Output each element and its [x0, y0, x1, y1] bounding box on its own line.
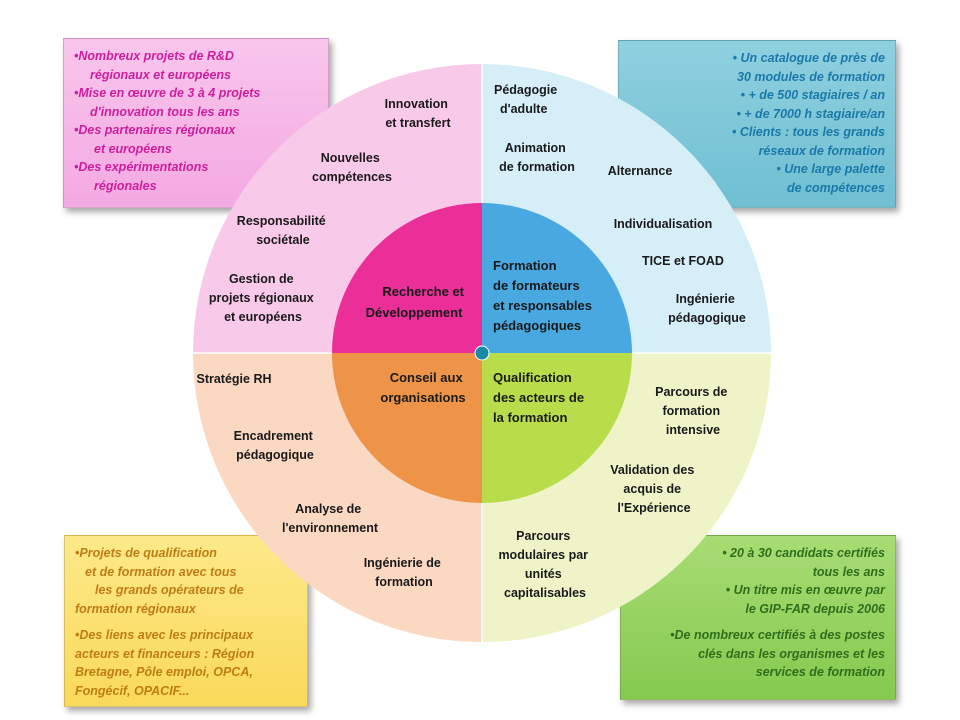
ring-label-parcours-modulaires: Parcours modulaires par unités capitalis…	[498, 529, 591, 600]
core-quadrant-formation	[482, 203, 632, 353]
core-quadrant-rd	[332, 203, 482, 353]
center-dot	[474, 345, 490, 361]
info-line: •Des liens avec les principaux	[75, 628, 254, 642]
ring-label-gestion-projets: Gestion de projets régionaux et européen…	[209, 272, 317, 324]
ring-label-ingenierie-formation: Ingénierie de formation	[364, 556, 445, 589]
info-line: •Nombreux projets de R&D	[74, 49, 234, 63]
ring-label-innovation: Innovation et transfert	[385, 97, 452, 130]
ring-label-responsabilite: Responsabilité sociétale	[237, 214, 329, 247]
ring-label-ingenierie-pedagogique: Ingénierie pédagogique	[668, 292, 746, 325]
info-box-formation: • Un catalogue de près de 30 modules de …	[618, 40, 896, 208]
core-label-conseil: Conseil aux organisations	[380, 370, 466, 405]
core-label-qualification: Qualification des acteurs de la formatio…	[493, 370, 588, 425]
info-line: 30 modules de formation	[737, 69, 885, 84]
info-line: régionales	[94, 178, 157, 193]
info-line: • Clients : tous les grands	[731, 125, 885, 139]
info-line: • Un catalogue de près de	[732, 51, 885, 65]
info-box-qualification: • 20 à 30 candidats certifiés tous les a…	[620, 535, 896, 700]
core-quadrant-conseil	[332, 353, 482, 503]
info-line: •Des partenaires régionaux	[74, 123, 236, 137]
ring-label-encadrement: Encadrement pédagogique	[234, 429, 317, 462]
info-line: Bretagne, Pôle emploi, OPCA,	[75, 665, 253, 679]
ring-label-nouvelles-competences: Nouvelles compétences	[312, 151, 392, 184]
info-line: et de formation avec tous	[85, 564, 237, 579]
info-line: et européens	[94, 141, 172, 156]
info-line: de compétences	[787, 180, 885, 195]
info-box-conseil: •Projets de qualification et de formatio…	[64, 535, 308, 707]
core-label-formation: Formation de formateurs et responsables …	[493, 258, 596, 333]
core-label-rd: Recherche et Développement	[366, 284, 468, 320]
info-line: clés dans les organismes et les	[698, 646, 885, 661]
info-line: • Une large palette	[776, 162, 885, 176]
info-line: le GIP-FAR depuis 2006	[745, 601, 885, 616]
info-line: •Mise en œuvre de 3 à 4 projets	[74, 86, 261, 100]
ring-label-animation: Animation de formation	[499, 141, 575, 174]
ring-label-strategie-rh: Stratégie RH	[196, 372, 271, 386]
info-line: • + de 7000 h stagiaire/an	[736, 106, 885, 121]
info-line: •De nombreux certifiés à des postes	[670, 628, 885, 642]
ring-label-individualisation: Individualisation	[614, 217, 713, 231]
info-line: • Un titre mis en œuvre par	[725, 583, 885, 597]
ring-label-analyse-environnement: Analyse de l'environnement	[282, 502, 379, 535]
ring-label-tice-foad: TICE et FOAD	[642, 254, 724, 268]
info-line: services de formation	[755, 665, 885, 679]
info-line: Fongécif, OPACIF...	[75, 683, 190, 698]
info-line: •Des expérimentations	[74, 160, 209, 174]
info-line: réseaux de formation	[758, 143, 885, 158]
ring-label-parcours-intensive: Parcours de formation intensive	[655, 385, 731, 437]
info-box-rd: •Nombreux projets de R&D régionaux et eu…	[63, 38, 329, 208]
info-line: • + de 500 stagiaires / an	[740, 88, 885, 102]
ring-label-validation-acquis: Validation des acquis de l'Expérience	[610, 463, 698, 515]
info-line: formation régionaux	[75, 601, 196, 616]
ring-label-alternance: Alternance	[608, 164, 673, 178]
info-line: régionaux et européens	[90, 67, 232, 82]
info-line: •Projets de qualification	[75, 546, 217, 560]
info-line: d'innovation tous les ans	[90, 104, 240, 119]
info-line: acteurs et financeurs : Région	[75, 646, 255, 661]
core-quadrant-qualification	[482, 353, 632, 503]
info-line: • 20 à 30 candidats certifiés	[722, 546, 885, 560]
info-line: tous les ans	[812, 564, 885, 579]
info-line: les grands opérateurs de	[95, 583, 244, 597]
ring-label-pedagogie-adulte: Pédagogie d'adulte	[494, 83, 561, 116]
